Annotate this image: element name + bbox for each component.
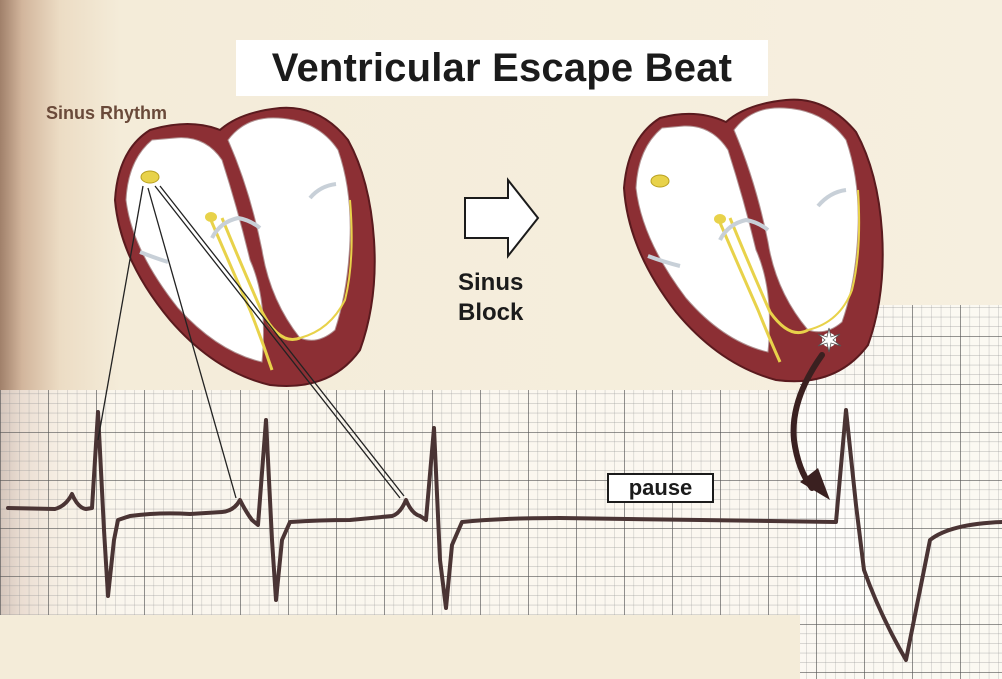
right-arrow-icon (465, 180, 538, 256)
pause-box: pause (607, 473, 714, 503)
heart-sinus-block (624, 100, 883, 382)
sinus-block-line1: Sinus (458, 268, 546, 298)
heart-sinus-rhythm (115, 108, 375, 386)
sinus-rhythm-label: Sinus Rhythm (46, 103, 167, 124)
sinus-block-line2: Block (458, 298, 546, 328)
pause-label: pause (629, 475, 693, 501)
title-box: Ventricular Escape Beat (236, 40, 768, 96)
page-title: Ventricular Escape Beat (272, 46, 732, 91)
sinus-block-label: Sinus Block (458, 268, 546, 328)
